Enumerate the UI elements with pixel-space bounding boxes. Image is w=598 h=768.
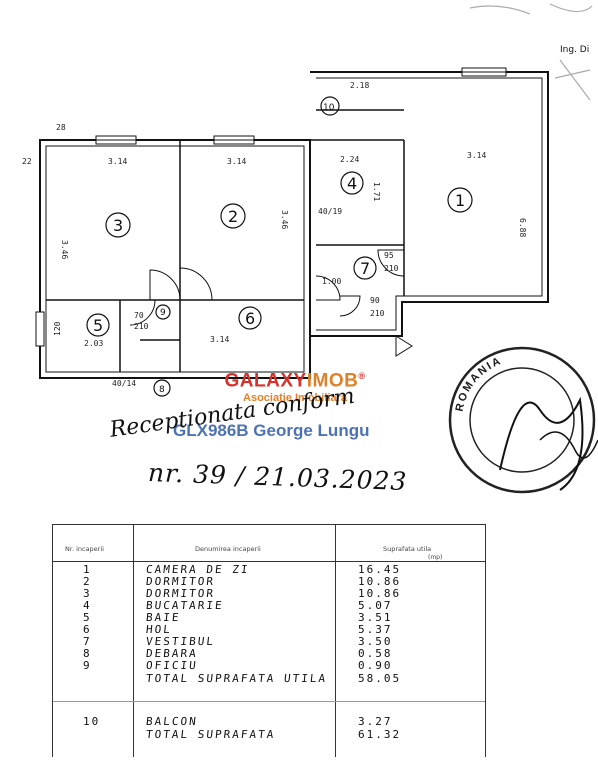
dim-small-c: 90 xyxy=(370,296,380,305)
room-label-1: 1 xyxy=(455,191,465,210)
official-stamp: ROMANIA xyxy=(448,346,598,494)
room-label-2: 2 xyxy=(228,207,238,226)
room-label-7: 7 xyxy=(360,259,370,278)
watermark-brand-left: GALAXY xyxy=(224,370,307,392)
dim-side-left: 3.46 xyxy=(60,240,69,259)
door-swings xyxy=(129,249,413,357)
room-label-5: 5 xyxy=(93,316,103,335)
corner-note: Ing. Di xyxy=(560,45,589,55)
room-label-6: 6 xyxy=(245,309,255,328)
internal-walls xyxy=(46,109,405,372)
dim-room4-width: 2.24 xyxy=(340,155,359,164)
floor-plan: Ing. Di xyxy=(22,3,598,494)
header-unit: (mp) xyxy=(428,554,443,561)
dim-small-f: 40/14 xyxy=(112,379,136,388)
dim-side-mid: 3.46 xyxy=(280,210,289,229)
dim-wall-top: 28 xyxy=(56,123,66,132)
windows xyxy=(35,67,507,347)
dim-balcony-width: 2.18 xyxy=(350,81,369,90)
dim-small-i: 120 xyxy=(53,321,62,336)
watermark-subtitle: Asociatie Imobiliara xyxy=(243,392,347,405)
dim-small-b: 210 xyxy=(384,264,399,273)
watermark-registered: ® xyxy=(358,371,366,381)
room-label-3: 3 xyxy=(113,216,123,235)
watermark-brand-right: IMOB xyxy=(306,370,359,392)
dim-small-h: 210 xyxy=(134,322,149,331)
dim-room2-width: 3.14 xyxy=(227,157,246,166)
room-label-4: 4 xyxy=(347,174,357,193)
dim-room5-width: 2.03 xyxy=(84,339,103,348)
outer-walls xyxy=(39,71,549,379)
dim-small-g: 70 xyxy=(134,311,144,320)
dim-room4-height: 1.71 xyxy=(372,182,381,201)
dim-room1-width: 3.14 xyxy=(467,151,486,160)
dim-small-d: 210 xyxy=(370,309,385,318)
rooms-table-header: Nr. incaperii Denumirea incaperii Supraf… xyxy=(53,525,485,562)
dim-small-e: 40/19 xyxy=(318,207,342,216)
corner-scribble xyxy=(469,3,593,101)
watermark-brand: GALAXYIMOB® xyxy=(170,366,420,391)
dim-side-right: 6.88 xyxy=(518,218,527,237)
dim-room7-depth: 1.00 xyxy=(322,277,341,286)
header-name: Denumirea incaperii xyxy=(195,545,261,553)
room-label-9: 9 xyxy=(160,308,166,318)
room-label-10: 10 xyxy=(323,103,335,113)
room-markers xyxy=(86,96,473,397)
room-label-8: 8 xyxy=(159,385,165,395)
dim-room3-width: 3.14 xyxy=(108,157,127,166)
header-area: Suprafata utila xyxy=(383,545,432,553)
dim-small-a: 95 xyxy=(384,251,394,260)
rooms-table: Nr. incaperii Denumirea incaperii Supraf… xyxy=(52,524,486,757)
agency-watermark: GALAXYIMOB® Asociatie Imobiliara xyxy=(170,366,420,405)
dim-room6-width: 3.14 xyxy=(210,335,229,344)
header-nr: Nr. incaperii xyxy=(65,545,104,553)
watermark-listing-id: GLX986B George Lungu xyxy=(173,421,370,440)
dim-wall-left: 22 xyxy=(22,157,32,166)
